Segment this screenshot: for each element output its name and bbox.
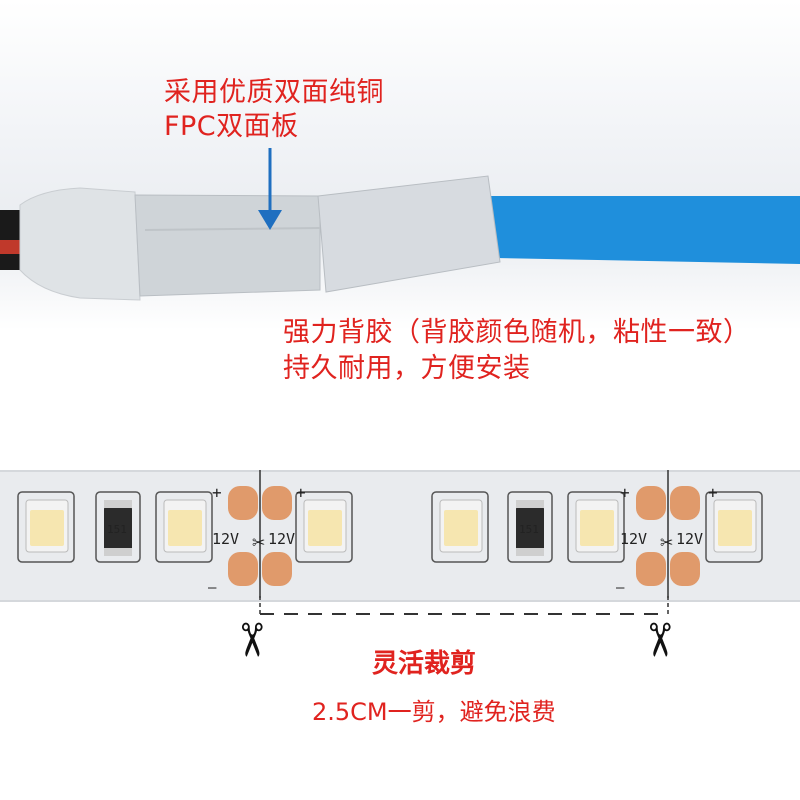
plus-mark: +	[708, 483, 718, 502]
silicone-strip	[134, 194, 321, 297]
tape-label-line2: 持久耐用，方便安装	[283, 353, 531, 384]
voltage-mark: 12V	[212, 530, 239, 548]
plus-mark: +	[212, 483, 222, 502]
voltage-mark: 12V	[268, 530, 295, 548]
scissors-icon: ✂	[252, 533, 265, 552]
copper-pad	[262, 486, 292, 520]
led-phosphor	[30, 510, 64, 546]
copper-pad	[670, 552, 700, 586]
copper-pad	[636, 552, 666, 586]
cut-title: 灵活裁剪	[372, 649, 477, 679]
scissors-icon: ✂	[632, 620, 687, 660]
strip-segment	[17, 470, 353, 598]
cut-subtitle: 2.5CM一剪，避免浪费	[312, 698, 556, 726]
fpc-label-line2: FPC双面板	[164, 111, 299, 142]
end-cap	[19, 187, 141, 301]
led-strip-components: 151 151 12V 12V 12V 12V + + + + — — ✂ ✂	[17, 470, 763, 598]
resistor-marking-1: 151	[107, 523, 127, 536]
blue-backing-tape	[490, 196, 800, 264]
scissors-icon: ✂	[224, 620, 279, 660]
copper-pad	[262, 552, 292, 586]
resistor-marking-2: 151	[519, 523, 539, 536]
copper-pad	[670, 486, 700, 520]
strip-illustration	[0, 148, 800, 301]
fpc-label-line1: 采用优质双面纯铜	[164, 77, 384, 108]
plus-mark: +	[620, 483, 630, 502]
copper-pad	[636, 486, 666, 520]
strip-segment	[431, 470, 763, 598]
cut-guide	[259, 596, 669, 616]
minus-mark: —	[616, 580, 625, 596]
scissors-icon: ✂	[660, 533, 673, 552]
voltage-mark: 12V	[620, 530, 647, 548]
resistor	[104, 506, 132, 552]
copper-pad	[228, 486, 258, 520]
led-strip-top-view	[0, 470, 800, 602]
peeled-tape-flap	[317, 175, 501, 293]
plus-mark: +	[296, 483, 306, 502]
voltage-mark: 12V	[676, 530, 703, 548]
tape-label-line1: 强力背胶（背胶颜色随机，粘性一致）	[283, 317, 751, 348]
minus-mark: —	[208, 580, 217, 596]
resistor	[516, 506, 544, 552]
copper-pad	[228, 552, 258, 586]
